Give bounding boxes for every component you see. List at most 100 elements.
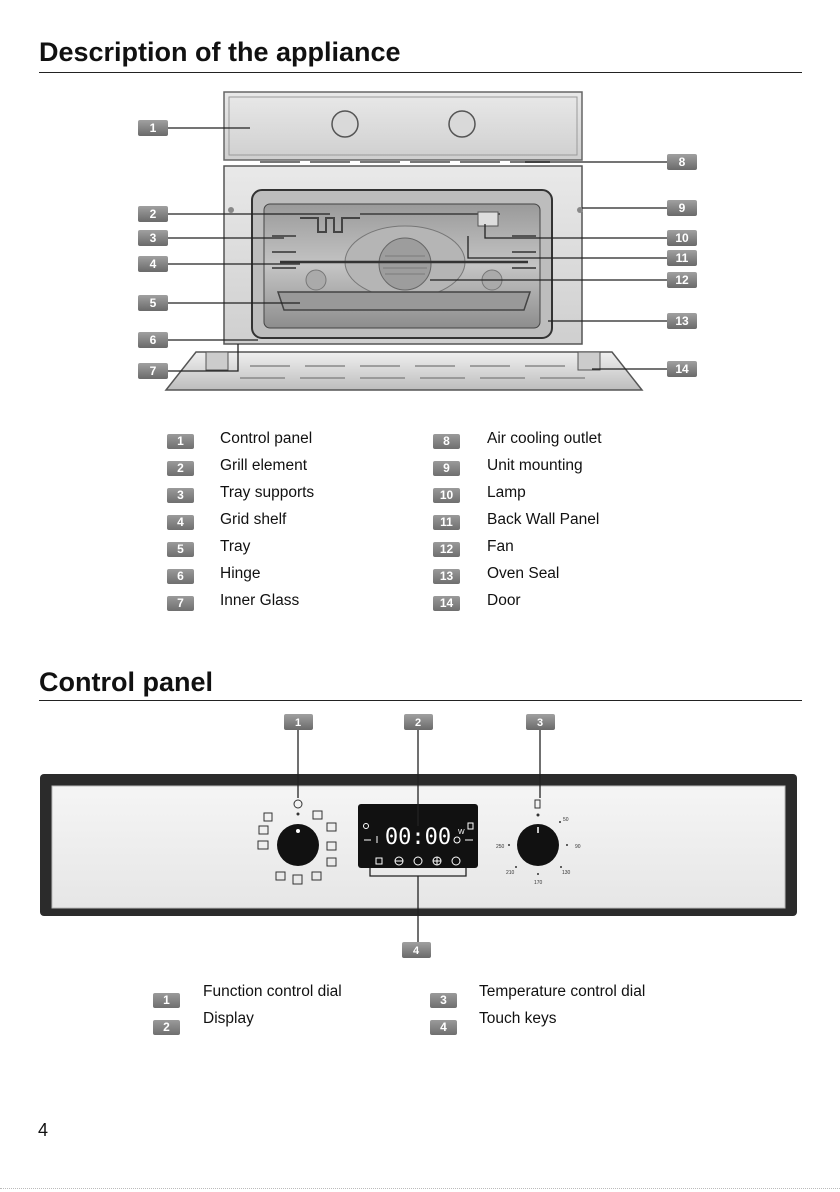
legend-badge: 6 [167,568,194,584]
hinge-left [205,351,229,371]
callout-14: 14 [675,362,689,376]
legend-badge: 8 [433,433,460,449]
legend-badge: 13 [433,568,460,584]
legend-badge: 4 [430,1019,457,1035]
legend-item: 9 [433,459,460,477]
temp-mark: 210 [506,870,515,876]
legend-label: Tray [220,538,251,555]
panel-callout-2: 2 [415,717,421,729]
function-icon [326,822,337,832]
legend-badge: 2 [153,1019,180,1035]
section-rule [39,700,802,701]
legend-label: Back Wall Panel [487,511,600,528]
legend-badge: 2 [167,460,194,476]
function-icon [326,857,337,867]
tray [276,291,532,311]
legend-badge: 11 [433,514,460,530]
legend-badge: 5 [167,541,194,557]
oven-illustration: 1 2 3 4 5 6 7 8 9 10 11 12 13 14 [138,91,697,391]
display-unit: W [458,829,465,836]
legend-item: 5 [167,540,194,558]
hinge-right [577,351,601,371]
legend-label: Tray supports [220,484,315,501]
legend-label: Lamp [487,484,526,501]
callout-5: 5 [150,296,157,310]
legend-label: Hinge [220,565,261,582]
clock-key-icon [451,856,461,866]
legend-badge: 10 [433,487,460,503]
legend-badge: 3 [430,992,457,1008]
oven-control-panel [223,91,583,161]
legend-badge: 7 [167,595,194,611]
legend-label: Air cooling outlet [487,430,602,447]
legend-label: Touch keys [479,1010,557,1027]
legend-label: Display [203,1010,254,1027]
legend-label: Fan [487,538,514,555]
legend-badge: 1 [167,433,194,449]
defrost-icon [363,823,369,829]
legend-label: Temperature control dial [479,983,646,1000]
legend-item: 3 [167,486,194,504]
oven-knob-right [448,110,476,138]
callout-4: 4 [150,257,157,271]
legend-item: 2 [153,1018,180,1036]
legend-label: Inner Glass [220,592,300,609]
lamp [477,211,499,227]
callout-7: 7 [150,364,157,378]
alarm-icon [453,836,461,844]
legend-label: Unit mounting [487,457,583,474]
legend-item: 4 [430,1018,457,1036]
callout-9: 9 [679,201,686,215]
legend-badge: 9 [433,460,460,476]
display-time: 00:00 [385,825,451,850]
legend-item: 4 [167,513,194,531]
legend-item: 10 [433,486,460,504]
oven-knob-left [331,110,359,138]
temp-mark: 50 [563,817,569,823]
callout-1: 1 [150,121,157,135]
callout-6: 6 [150,333,157,347]
legend-label: Grid shelf [220,511,287,528]
temp-mark: 170 [534,880,543,886]
control-panel-illustration: 00:00 W 50 90 130 170 210 250 [40,714,797,958]
callout-11: 11 [676,251,689,265]
section-title-appliance: Description of the appliance [39,37,401,67]
legend-item: 1 [167,432,194,450]
callout-12: 12 [675,273,689,287]
legend-item: 11 [433,513,460,531]
legend-item: 7 [167,594,194,612]
function-icon [312,810,323,820]
legend-item: 12 [433,540,460,558]
legend-item: 2 [167,459,194,477]
function-icon [311,871,322,881]
menu-key-icon [413,856,423,866]
panel-callout-4: 4 [413,945,420,957]
lock-icon [467,822,474,830]
legend-label: Door [487,592,521,609]
legend-item: 6 [167,567,194,585]
panel-callout-1: 1 [295,717,301,729]
legend-badge: 3 [167,487,194,503]
section-rule [39,72,802,73]
legend-label: Function control dial [203,983,342,1000]
legend-item: 14 [433,594,460,612]
legend-badge: 12 [433,541,460,557]
grill-element [300,217,360,233]
timer-key-icon [375,857,383,865]
function-icon [326,841,337,851]
callout-2: 2 [150,207,157,221]
function-icon [263,812,273,822]
display [358,804,478,868]
legend-label: Grill element [220,457,307,474]
legend-item: 3 [430,991,457,1009]
temp-mark: 90 [575,844,581,850]
section-title-control-panel: Control panel [39,667,213,697]
legend-item: 8 [433,432,460,450]
function-icon [292,874,303,885]
panel-callout-3: 3 [537,717,543,729]
callout-3: 3 [150,231,157,245]
legend-item: 1 [153,991,180,1009]
power-icon [293,799,303,809]
page-number: 4 [38,1120,49,1140]
legend-label: Control panel [220,430,313,447]
